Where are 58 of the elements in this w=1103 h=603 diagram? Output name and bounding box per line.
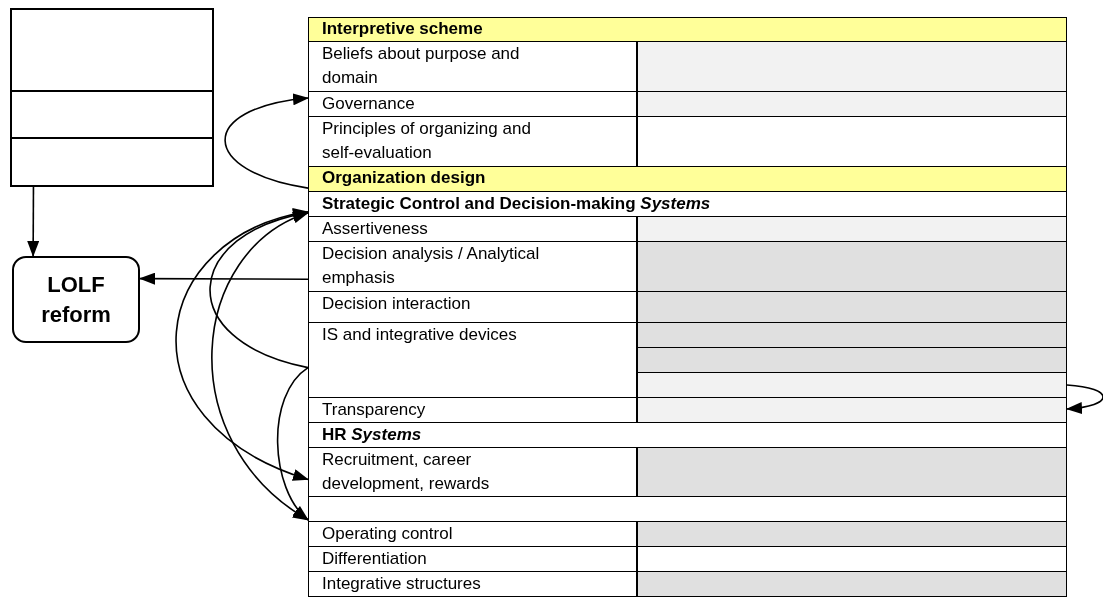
table-cell	[308, 397, 637, 423]
rounded-box	[12, 256, 140, 343]
row-label: Assertiveness	[321, 218, 429, 240]
row-label: Recruitment, career development, rewards	[321, 449, 491, 495]
table-cell	[308, 546, 637, 572]
arrow	[139, 272, 309, 285]
table-cell	[308, 571, 637, 597]
table-cell	[308, 322, 637, 398]
box-label: LOLF reform	[40, 270, 112, 329]
arrow	[27, 186, 40, 257]
row-label: Integrative structures	[321, 573, 482, 595]
row-label: Operating control	[321, 523, 454, 545]
section-heading: Organization design	[321, 167, 487, 189]
value-cell	[637, 291, 1067, 323]
arrow	[224, 94, 309, 189]
table-cell	[308, 216, 637, 242]
row-label: Principles of organizing and self-evaluation	[321, 118, 532, 164]
value-cell	[637, 571, 1067, 597]
value-cell	[637, 116, 1067, 167]
table-cell	[308, 91, 637, 117]
table-cell	[308, 116, 637, 167]
row-label: Decision analysis / Analytical emphasis	[321, 243, 541, 289]
value-cell	[637, 241, 1067, 292]
table-cell	[308, 521, 637, 547]
value-cell	[637, 372, 1067, 398]
value-cell	[637, 91, 1067, 117]
table-cell	[308, 422, 1067, 448]
row-label: Transparency	[321, 399, 427, 421]
table-cell	[308, 241, 637, 292]
row-label: Beliefs about purpose and domain	[321, 43, 521, 89]
row-label: HR Systems	[321, 424, 423, 446]
value-cell	[637, 41, 1067, 92]
value-cell	[637, 521, 1067, 547]
section-header-cell	[308, 17, 1067, 42]
value-cell	[637, 546, 1067, 572]
row-label: Decision interaction	[321, 293, 472, 315]
row-label: IS and integrative devices	[321, 324, 518, 346]
table-cell	[308, 291, 637, 323]
arrow	[211, 212, 309, 521]
section-heading: Interpretive scheme	[321, 18, 484, 40]
section-header-cell	[308, 166, 1067, 192]
value-cell	[637, 397, 1067, 423]
value-cell	[308, 496, 1067, 522]
table-cell	[308, 41, 637, 92]
arrow	[1066, 384, 1103, 414]
row-label: Governance	[321, 93, 416, 115]
table-cell	[308, 447, 637, 497]
arrow	[209, 210, 309, 369]
value-cell	[637, 447, 1067, 497]
value-cell	[637, 322, 1067, 348]
arrow	[175, 209, 309, 481]
row-label: Strategic Control and Decision-making Systems	[321, 193, 712, 215]
table-cell	[308, 191, 1067, 217]
arrow	[276, 366, 309, 521]
value-cell	[637, 347, 1067, 373]
row-label: Differentiation	[321, 548, 428, 570]
value-cell	[637, 216, 1067, 242]
compartment-box	[10, 8, 214, 187]
